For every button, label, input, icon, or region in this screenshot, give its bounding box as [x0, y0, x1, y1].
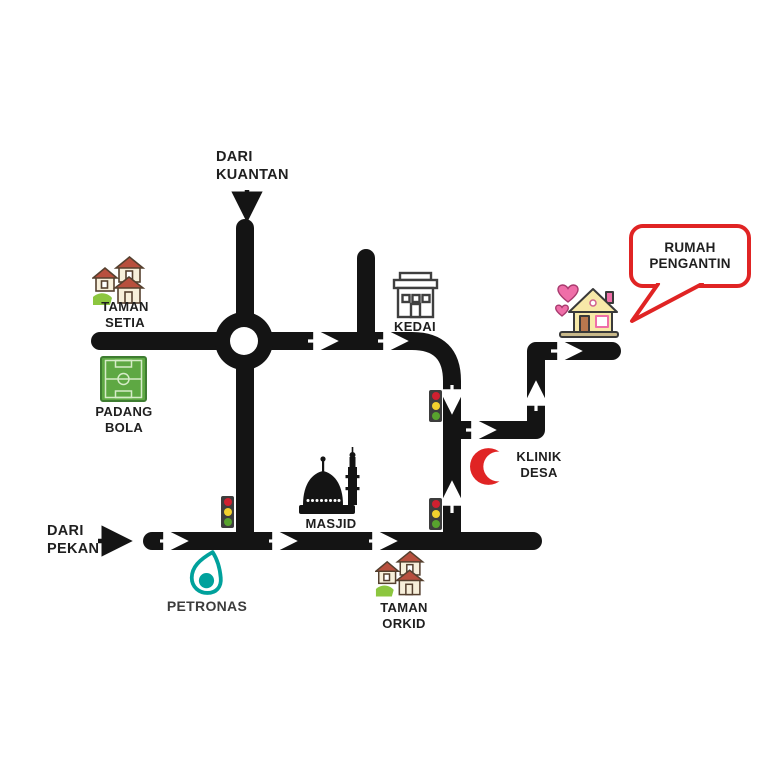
roundabout-inner [230, 327, 258, 355]
house-with-hearts-icon [554, 284, 619, 338]
bubble-line: RUMAH [664, 240, 716, 255]
label-masjid: MASJID [291, 516, 371, 532]
label-line: KUANTAN [216, 167, 289, 183]
label-line: BOLA [104, 420, 144, 435]
label-line: MASJID [305, 516, 357, 531]
traffic-light-icon [429, 498, 442, 530]
label-padang-bola: PADANG BOLA [85, 404, 163, 436]
traffic-light-icon [429, 390, 442, 422]
label-line: KEDAI [394, 319, 436, 334]
bubble-tail-icon [630, 283, 704, 323]
road-to-rumah-pengantin [443, 342, 621, 439]
label-line: TAMAN [380, 600, 428, 615]
football-field-icon [100, 356, 147, 402]
label-line: DARI [216, 149, 253, 165]
label-line: ORKID [382, 616, 426, 631]
mosque-icon [299, 447, 360, 514]
label-line: DARI [47, 523, 84, 539]
petronas-logo-icon [189, 550, 223, 595]
label-line: SETIA [105, 315, 145, 330]
label-line: TAMAN [101, 299, 149, 314]
traffic-light-icon [221, 496, 234, 528]
bubble-line: PENGANTIN [649, 256, 731, 271]
road-top-and-curve [233, 332, 461, 550]
houses-icon [375, 550, 425, 597]
rumah-pengantin-bubble: RUMAH PENGANTIN [629, 224, 751, 288]
label-taman-orkid: TAMAN ORKID [366, 600, 442, 632]
label-dari-kuantan: DARI KUANTAN [216, 148, 289, 184]
label-taman-setia: TAMAN SETIA [86, 299, 164, 331]
label-klinik-desa: KLINIK DESA [507, 449, 571, 481]
red-crescent-icon [470, 448, 513, 485]
label-line: PEKAN [47, 541, 100, 557]
shop-icon [392, 271, 439, 319]
label-kedai: KEDAI [385, 319, 445, 335]
label-dari-pekan: DARI PEKAN [47, 522, 99, 558]
label-petronas: PETRONAS [163, 598, 251, 614]
houses-icon [92, 256, 146, 305]
label-line: DESA [520, 465, 558, 480]
label-line: KLINIK [516, 449, 562, 464]
label-line: PADANG [95, 404, 153, 419]
label-line: PETRONAS [166, 598, 248, 614]
